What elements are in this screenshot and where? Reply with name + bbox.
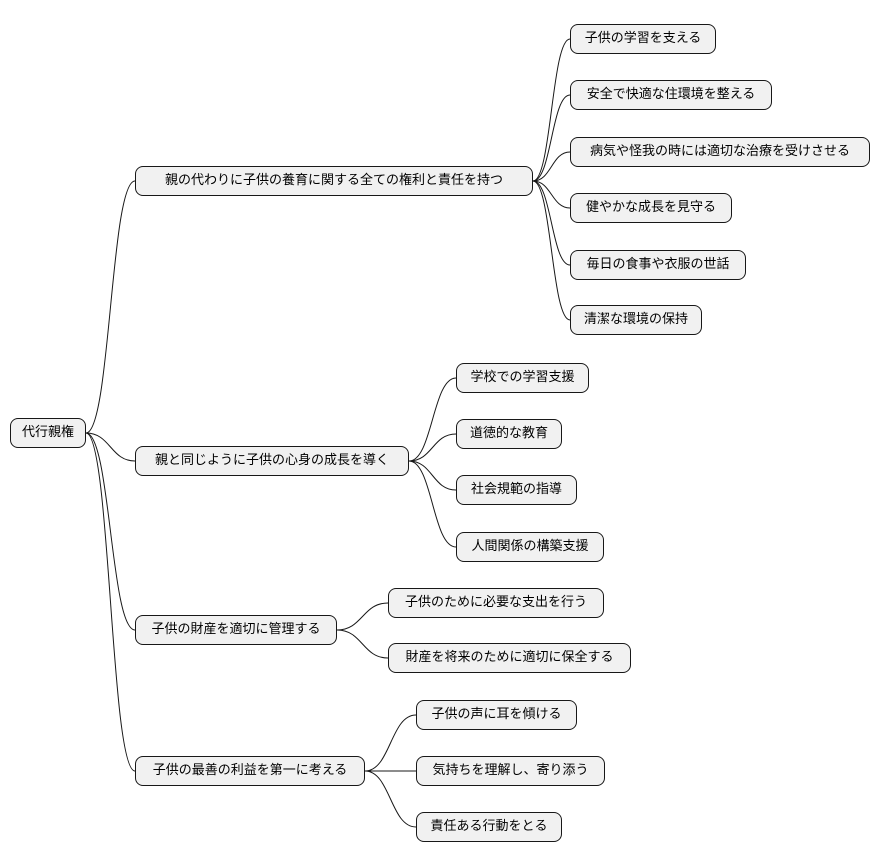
branch-node-3: 子供の最善の利益を第一に考える (135, 756, 365, 786)
leaf-node-0-2: 病気や怪我の時には適切な治療を受けさせる (570, 137, 870, 167)
leaf-node-0-3: 健やかな成長を見守る (570, 193, 732, 223)
leaf-node-1-1: 道徳的な教育 (456, 419, 562, 449)
edge-branch-3-leaf-0 (364, 714, 417, 772)
leaf-node-0-1: 安全で快適な住環境を整える (570, 80, 772, 110)
leaf-node-3-0: 子供の声に耳を傾ける (416, 700, 577, 730)
leaf-node-3-2: 責任ある行動をとる (416, 812, 562, 842)
leaf-node-1-2: 社会規範の指導 (456, 475, 577, 505)
leaf-node-3-1: 気持ちを理解し、寄り添う (416, 756, 605, 786)
edge-root-branch-1 (85, 432, 136, 462)
edge-branch-0-leaf-4 (532, 180, 571, 266)
edge-branch-1-leaf-0 (408, 377, 457, 462)
edge-branch-1-leaf-3 (408, 460, 457, 548)
edge-branch-2-leaf-1 (336, 629, 389, 659)
root-node: 代行親権 (10, 418, 86, 448)
leaf-node-0-5: 清潔な環境の保持 (570, 305, 702, 335)
leaf-node-0-4: 毎日の食事や衣服の世話 (570, 250, 746, 280)
branch-node-1: 親と同じように子供の心身の成長を導く (135, 446, 409, 476)
edge-branch-0-leaf-2 (532, 151, 571, 182)
branch-node-2: 子供の財産を適切に管理する (135, 615, 337, 645)
leaf-node-2-1: 財産を将来のために適切に保全する (388, 643, 631, 673)
edge-root-branch-3 (85, 432, 136, 772)
edge-root-branch-0 (85, 180, 136, 434)
edge-branch-1-leaf-2 (408, 460, 457, 491)
leaf-node-2-0: 子供のために必要な支出を行う (388, 588, 604, 618)
branch-node-0: 親の代わりに子供の養育に関する全ての権利と責任を持つ (135, 166, 533, 196)
edge-branch-0-leaf-5 (532, 180, 571, 321)
edge-branch-3-leaf-2 (364, 770, 417, 828)
edge-branch-2-leaf-0 (336, 602, 389, 631)
edge-root-branch-2 (85, 432, 136, 631)
edge-branch-1-leaf-1 (408, 433, 457, 462)
leaf-node-0-0: 子供の学習を支える (570, 24, 716, 54)
leaf-node-1-3: 人間関係の構築支援 (456, 532, 604, 562)
edge-branch-0-leaf-3 (532, 180, 571, 209)
leaf-node-1-0: 学校での学習支援 (456, 363, 589, 393)
edge-branch-0-leaf-1 (532, 94, 571, 182)
edge-branch-0-leaf-0 (532, 38, 571, 182)
